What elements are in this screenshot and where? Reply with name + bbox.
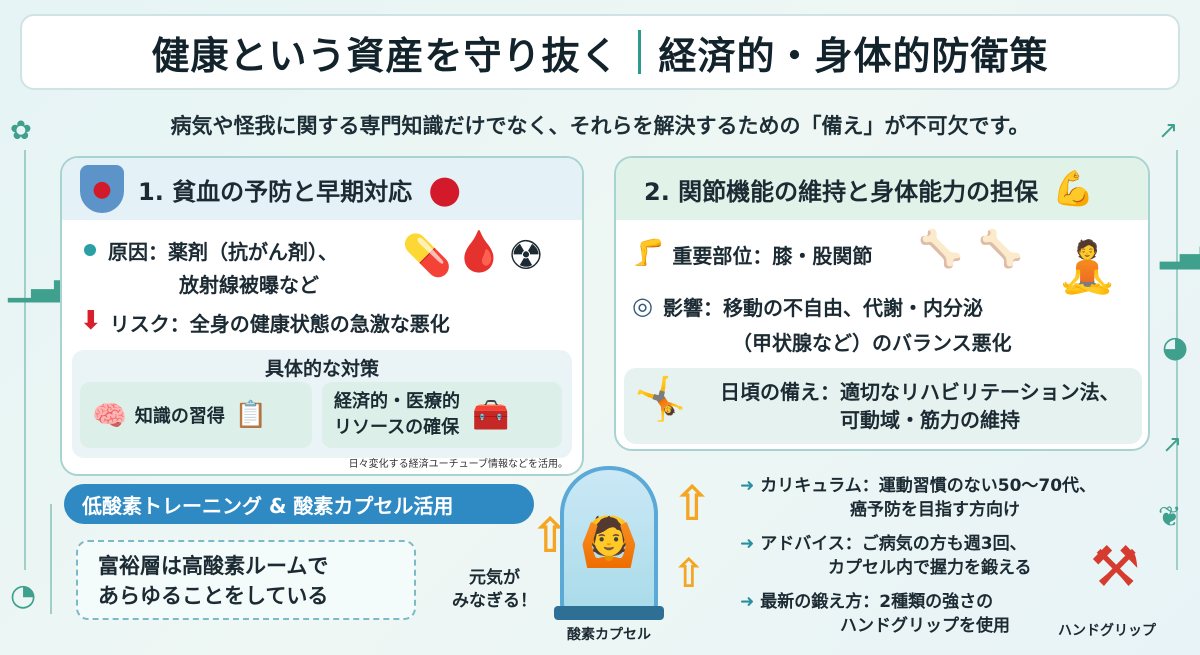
cause-row: 原因：薬剤（抗がん剤）、 放射線被曝など [84, 236, 338, 298]
hand-grip-icon: ⚒ [1090, 535, 1141, 600]
important-text: 重要部位：膝・股関節 [672, 244, 873, 268]
measures-box: 具体的な対策 🧠 知識の習得 📋 経済的・医療的 リソースの確保 🧰 [72, 350, 572, 458]
oxygen-capsule-icon: 🙆 [560, 466, 658, 616]
first-aid-kit-icon: 🧰 [472, 397, 510, 433]
latest-line2: ハンドグリップを使用 [840, 616, 1010, 636]
pie-chart-icon: ◔ [10, 578, 37, 613]
joint-panel-header: 2. 関節機能の維持と身体能力の担保 💪 [616, 158, 1148, 220]
arrow-right-icon: ➜ [740, 592, 755, 612]
hand-leaf-icon: ❦ [1158, 500, 1182, 533]
arrow-right-icon: ➜ [740, 534, 755, 554]
strong-man-icon: 💪 [1052, 169, 1095, 209]
document-icon: 📋 [234, 400, 268, 430]
growth-icon: ▂▄▆ [1160, 240, 1200, 270]
shield-icon: ● [80, 165, 124, 213]
rich-line2: あらゆることをしている [98, 584, 329, 608]
blood-drop-icon: ● [428, 167, 462, 211]
trend-arrow-icon: ↗ [1162, 430, 1183, 458]
latest-item: ➜最新の鍛え方：2種類の強さの ハンドグリップを使用 [740, 590, 1010, 638]
note-text: 日々変化する経済ユーチューブ情報などを活用。 [348, 459, 568, 470]
risk-row: ⬇ リスク：全身の健康状態の急激な悪化 [80, 308, 450, 337]
radiation-icon: ☢ [508, 233, 544, 279]
title-left: 健康という資産を守り抜く [151, 33, 620, 78]
up-arrow-icon: ⇧ [672, 476, 713, 532]
trend-chart-icon: ↗ [1158, 116, 1179, 144]
advice-item: ➜アドバイス：ご病気の方も週3回、 カプセル内で握力を鍛える [740, 532, 1032, 580]
rich-box: 富裕層は高酸素ルームで あらゆることをしている [76, 540, 416, 620]
spiral-icon: ◎ [632, 292, 653, 320]
resources-line2: リソースの確保 [334, 417, 460, 438]
advice-line2: カプセル内で握力を鍛える [828, 558, 1032, 578]
right-decor-line [1176, 150, 1178, 570]
arrow-right-icon: ➜ [740, 476, 755, 496]
curriculum-line2: 癌予防を目指す方向け [850, 500, 1020, 520]
resources-card: 経済的・医療的 リソースの確保 🧰 [322, 382, 562, 448]
knowledge-label: 知識の習得 [134, 406, 225, 427]
impact-line1: 影響：移動の不自由、代謝・内分泌 [662, 296, 983, 320]
cause-line2: 放射線被曝など [179, 273, 319, 297]
joint-heading: 2. 関節機能の維持と身体能力の担保 [644, 177, 1039, 206]
meditating-man-icon: 🧘 [1056, 238, 1119, 296]
iv-bag-icon: 🩸 [454, 229, 504, 275]
hip-xray-icon: 🦴 [978, 229, 1023, 270]
anemia-panel: ● 1. 貧血の予防と早期対応 ● 原因：薬剤（抗がん剤）、 放射線被曝など 💊… [60, 156, 584, 476]
genki-text: 元気が みなぎる！ [452, 567, 537, 613]
curriculum-line1: カリキュラム：運動習慣のない50〜70代、 [760, 476, 1097, 496]
knee-xray-icon: 🦴 [918, 229, 963, 270]
daily-line2: 可動域・筋力の維持 [840, 408, 1020, 432]
daily-text: 日頃の備え：適切なリハビリテーション法、 可動域・筋力の維持 [720, 378, 1120, 434]
medicine-bottle-icon: 💊 [402, 233, 452, 279]
impact-line2: （甲状腺など）のバランス悪化 [732, 331, 1012, 355]
leaf-icon: ✿ [10, 116, 32, 146]
advice-line1: アドバイス：ご病気の方も週3回、 [760, 534, 1027, 554]
measures-title: 具体的な対策 [264, 358, 379, 380]
cause-line1: 原因：薬剤（抗がん剤）、 [108, 240, 338, 264]
up-arrow-icon: ⇧ [672, 551, 706, 597]
daily-line1: 日頃の備え：適切なリハビリテーション法、 [720, 380, 1120, 404]
rehab-icon: 🤸 [634, 374, 687, 423]
resources-line1: 経済的・医療的 [334, 391, 460, 412]
oxygen-decor-line [50, 504, 52, 614]
bullet-dot-icon [84, 244, 96, 256]
subtitle: 病気や怪我に関する専門知識だけでなく、それらを解決するための「備え」が不可欠です… [170, 114, 1030, 138]
knowledge-card: 🧠 知識の習得 📋 [80, 382, 312, 448]
genki-line1: 元気が [469, 568, 520, 588]
curriculum-item: ➜カリキュラム：運動習慣のない50〜70代、 癌予防を目指す方向け [740, 474, 1096, 522]
hand-grip-label: ハンドグリップ [1058, 623, 1156, 639]
down-arrow-icon: ⬇ [80, 306, 102, 336]
capsule-base [554, 606, 664, 620]
page-title: 健康という資産を守り抜く 経済的・身体的防衛策 [20, 14, 1180, 90]
title-right: 経済的・身体的防衛策 [658, 33, 1049, 78]
rich-line1: 富裕層は高酸素ルームで [98, 554, 329, 578]
brain-icon: 🧠 [92, 398, 127, 432]
important-row: 🦵 重要部位：膝・股関節 [632, 238, 872, 269]
genki-line2: みなぎる！ [452, 591, 537, 611]
knee-icon: 🦵 [632, 238, 665, 268]
daily-box: 🤸 日頃の備え：適切なリハビリテーション法、 可動域・筋力の維持 [624, 368, 1142, 444]
latest-line1: 最新の鍛え方：2種類の強さの [760, 592, 994, 612]
title-divider [637, 30, 641, 74]
anemia-heading: 1. 貧血の予防と早期対応 [138, 177, 413, 206]
oxygen-heading: 低酸素トレーニング & 酸素カプセル活用 [64, 484, 534, 524]
donut-chart-icon: ◕ [1162, 330, 1189, 365]
capsule-label: 酸素カプセル [567, 627, 651, 643]
joint-panel: 2. 関節機能の維持と身体能力の担保 💪 🦵 重要部位：膝・股関節 🦴 🦴 🧘 … [614, 156, 1150, 451]
risk-text: リスク：全身の健康状態の急激な悪化 [109, 312, 450, 336]
anemia-panel-header: ● 1. 貧血の予防と早期対応 ● [62, 158, 582, 220]
impact-row: ◎ 影響：移動の不自由、代謝・内分泌 （甲状腺など）のバランス悪化 [632, 292, 1012, 356]
left-decor-line [24, 150, 26, 570]
